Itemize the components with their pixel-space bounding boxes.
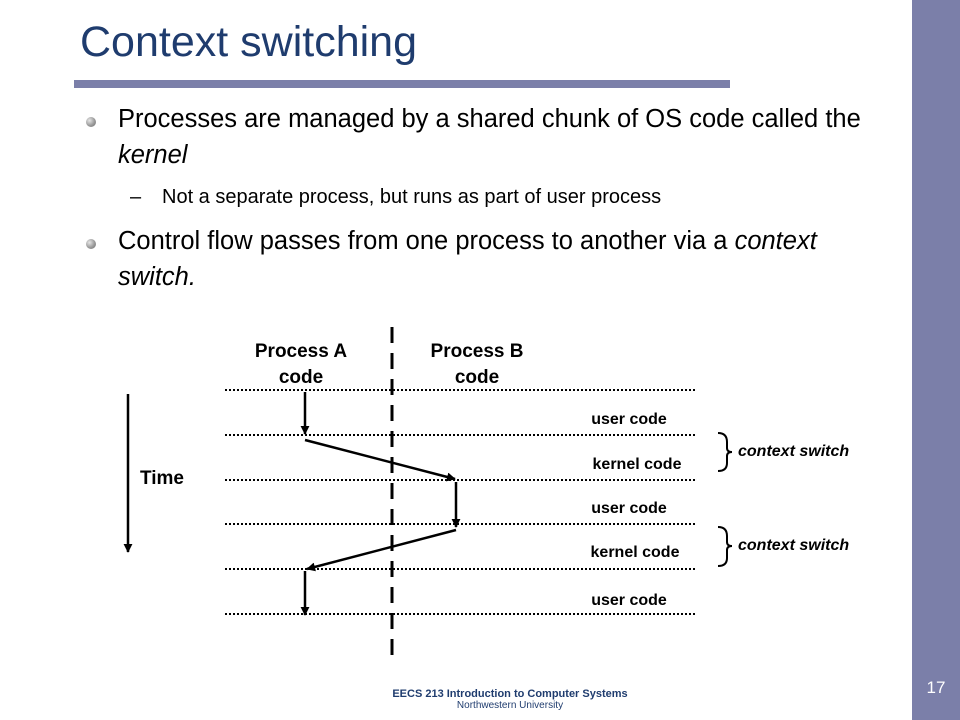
time-label: Time <box>140 468 184 489</box>
segment-label-user-code: user code <box>591 500 667 517</box>
bullet-text-2: Control flow passes from one process to … <box>118 223 898 295</box>
title-underline <box>74 80 730 88</box>
context-switch-brace <box>717 526 733 567</box>
slide-footer: EECS 213 Introduction to Computer System… <box>300 688 720 711</box>
sub-bullet-1: –Not a separate process, but runs as par… <box>130 186 661 209</box>
process-a-label-line1: Process A <box>255 341 348 362</box>
flow-arrow <box>304 438 456 482</box>
process-b-label-line2: code <box>455 367 499 388</box>
process-b-label-line1: Process B <box>431 341 524 362</box>
bullet-1-emphasis: kernel <box>118 141 188 169</box>
footer-university: Northwestern University <box>456 700 564 711</box>
process-a-label-line2: code <box>279 367 323 388</box>
segment-label-user-code: user code <box>591 592 667 609</box>
segment-boundaries <box>225 389 697 615</box>
page-number: 17 <box>926 678 946 697</box>
segment-label-kernel-code: kernel code <box>591 544 680 561</box>
side-accent-bar <box>912 0 960 720</box>
context-switch-diagram: Process A code Process B code Time user … <box>123 327 849 657</box>
context-switch-label: context switch <box>738 537 849 554</box>
context-switch-label: context switch <box>738 443 849 460</box>
bullet-2-prefix: Control flow passes from one process to … <box>118 227 735 255</box>
bullet-2-emphasis: context switch <box>118 227 817 291</box>
footer-course: EECS 213 Introduction to Computer System… <box>392 688 628 700</box>
flow-arrow <box>306 528 457 572</box>
segment-label-user-code: user code <box>591 411 667 428</box>
bullet-text-1: Processes are managed by a shared chunk … <box>118 101 898 173</box>
bullet-1-prefix: Processes are managed by a shared chunk … <box>118 105 861 133</box>
bullet-icon <box>86 239 96 249</box>
sub-bullet-dash: – <box>130 186 142 208</box>
bullet-icon <box>86 117 96 127</box>
sub-bullet-text: Not a separate process, but runs as part… <box>162 186 662 208</box>
bullet-2-suffix: . <box>188 263 196 291</box>
segment-label-kernel-code: kernel code <box>593 456 682 473</box>
slide-title: Context switching <box>80 18 417 66</box>
control-flow-path <box>300 392 461 616</box>
context-switch-brace <box>717 432 733 472</box>
